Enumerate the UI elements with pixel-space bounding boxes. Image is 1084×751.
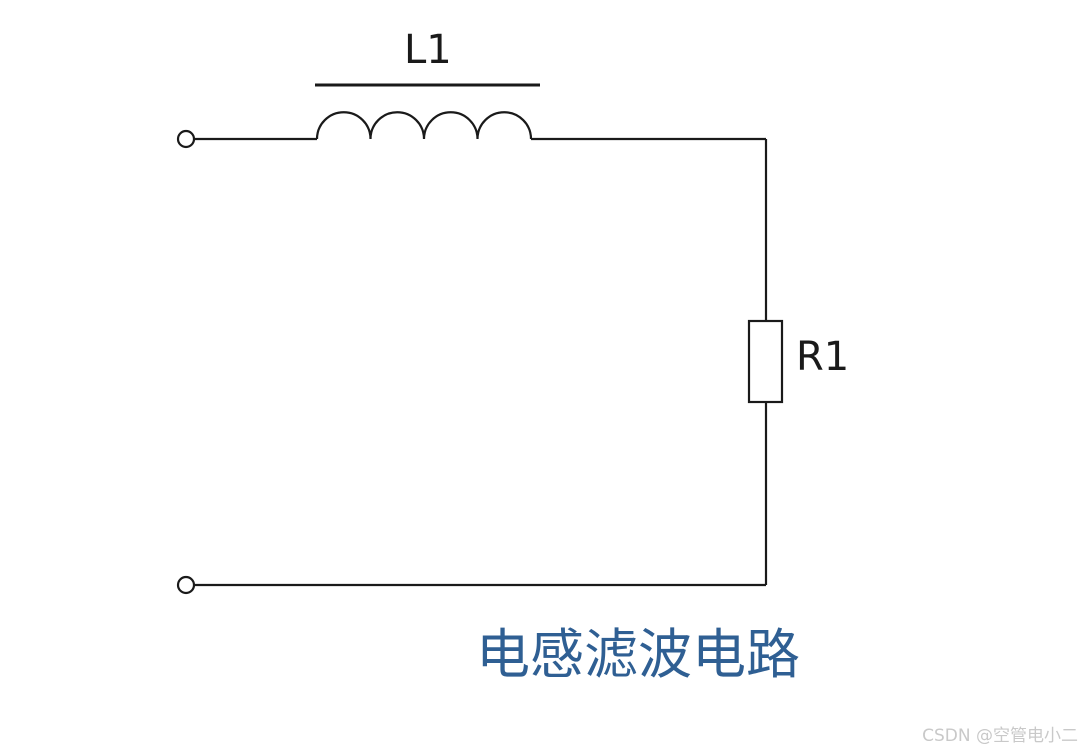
- watermark: CSDN @空管电小二: [922, 726, 1078, 746]
- input-terminal-top: [176, 129, 196, 149]
- resistor-body: [747, 319, 784, 404]
- resistor-label: R1: [796, 334, 850, 380]
- inductor-label: L1: [404, 27, 452, 73]
- diagram-caption: 电感滤波电路: [476, 623, 800, 686]
- inductor-coil: [315, 111, 533, 140]
- input-terminal-bottom: [176, 575, 196, 595]
